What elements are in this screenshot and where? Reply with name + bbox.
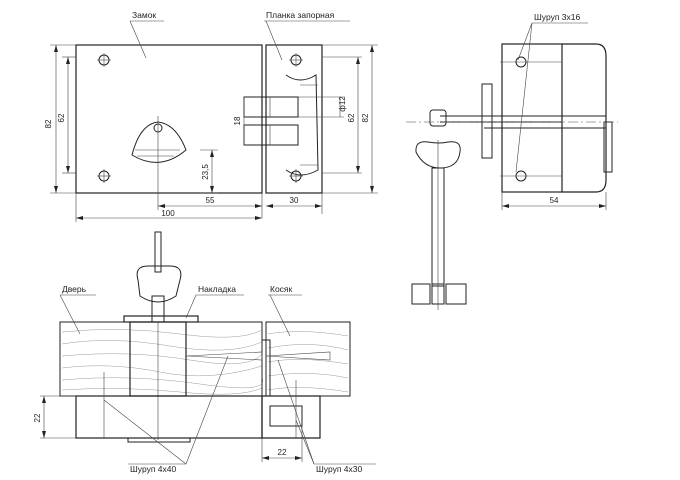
dim-strike-inner-height: 62 [347,113,356,122]
dim-strike-width: 30 [290,196,299,205]
dim-strike-height: 82 [361,113,370,122]
label-screw-3x16: Шуруп 3x16 [534,12,580,22]
lock-callout: Замок [129,10,164,59]
dim-bolt-spacing: 18 [233,116,242,125]
dim-bolt-diameter: ф12 [338,96,347,112]
label-screw-4x40: Шуруп 4x40 [130,464,176,474]
label-door: Дверь [62,284,87,294]
screw-3x16-callout: Шуруп 3x16 [515,12,588,173]
side-view: 54 [406,43,618,310]
front-view-dimensions: 82 62 18 23,5 ф12 62 82 55 [44,45,374,222]
screw-icon [500,170,562,182]
screw-hole-icon [97,53,111,67]
label-strike-plate: Планка запорная [266,10,335,20]
overlay-plate [123,315,199,323]
label-overlay: Накладка [198,284,236,294]
label-jamb: Косяк [270,284,293,294]
keyhole-icon [131,116,187,168]
strike-plate-front-view [265,44,378,194]
jamb-callout: Косяк [268,284,302,337]
lock-front-view [50,44,299,194]
door-callout: Дверь [59,284,96,335]
dim-keyhole-height: 23,5 [201,164,210,180]
dim-lock-width: 100 [161,209,175,218]
screw-4x30-callout: Шуруп 4x30 [277,359,376,474]
overlay-callout: Накладка [185,284,244,319]
section-view: 22 22 [33,231,351,462]
dim-keyhole-offset: 55 [206,196,215,205]
dim-section-depth: 22 [33,413,42,422]
key-icon [411,109,484,310]
dim-side-depth: 54 [550,196,559,205]
strike-plate-callout: Планка запорная [264,10,350,61]
dim-lock-inner-height: 62 [57,113,66,122]
label-screw-4x30: Шуруп 4x30 [316,464,362,474]
dim-lock-height: 82 [44,119,53,128]
key-top-icon [136,231,182,323]
dim-strike-depth: 22 [278,448,287,457]
screw-hole-icon [289,169,303,183]
screw-4x40-callout: Шуруп 4x40 [103,355,229,474]
screw-hole-icon [289,53,303,67]
label-lock: Замок [132,10,156,20]
screw-icon [500,56,562,68]
door-section [59,321,264,397]
lock-bolts [243,96,299,146]
screw-hole-icon [97,169,111,183]
jamb-section [265,321,351,397]
